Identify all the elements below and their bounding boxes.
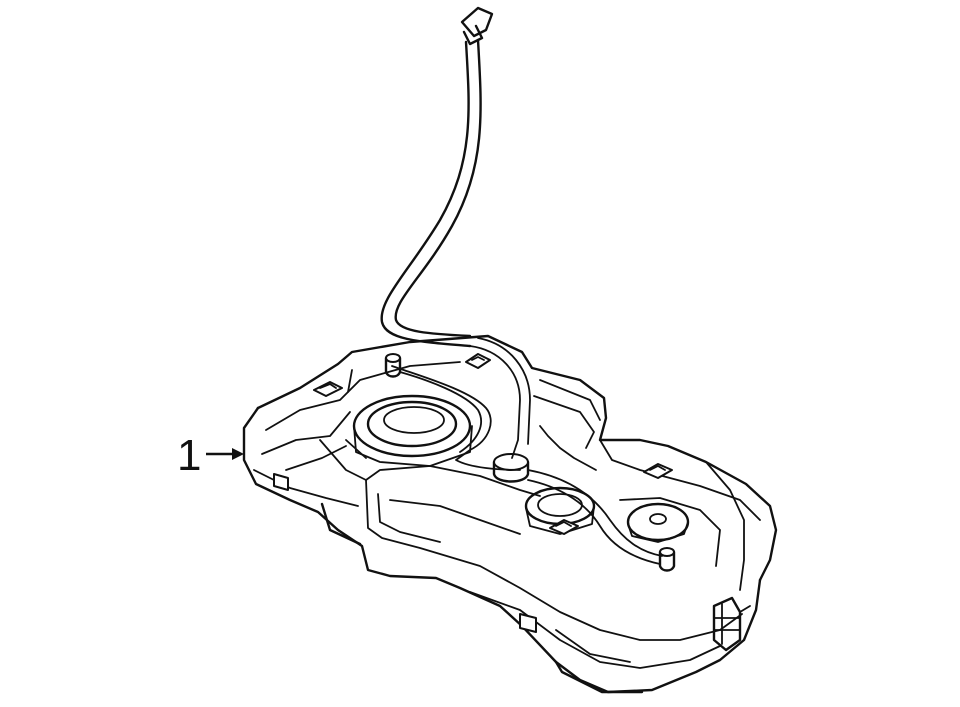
fuel-tank-body — [242, 334, 778, 694]
tab-front-center — [519, 613, 537, 633]
fuel-pump-opening — [345, 394, 473, 467]
round-cap — [626, 502, 690, 543]
callout-arrowhead — [232, 448, 244, 460]
pad-top-center — [465, 353, 491, 369]
valve-nipple-left — [384, 353, 402, 378]
side-bracket — [712, 596, 751, 652]
pad-top-left — [313, 381, 343, 397]
vent-lines — [391, 337, 663, 565]
pad-center — [549, 519, 579, 535]
valve-nipple-right — [658, 547, 676, 572]
mounting-pads — [273, 353, 673, 633]
callout-number: 1 — [177, 431, 201, 480]
valve-cap-center — [492, 453, 530, 483]
vent-hose — [380, 6, 494, 348]
pad-right — [643, 463, 673, 479]
callout-1: 1 — [177, 431, 244, 480]
tab-front-left — [273, 473, 289, 491]
